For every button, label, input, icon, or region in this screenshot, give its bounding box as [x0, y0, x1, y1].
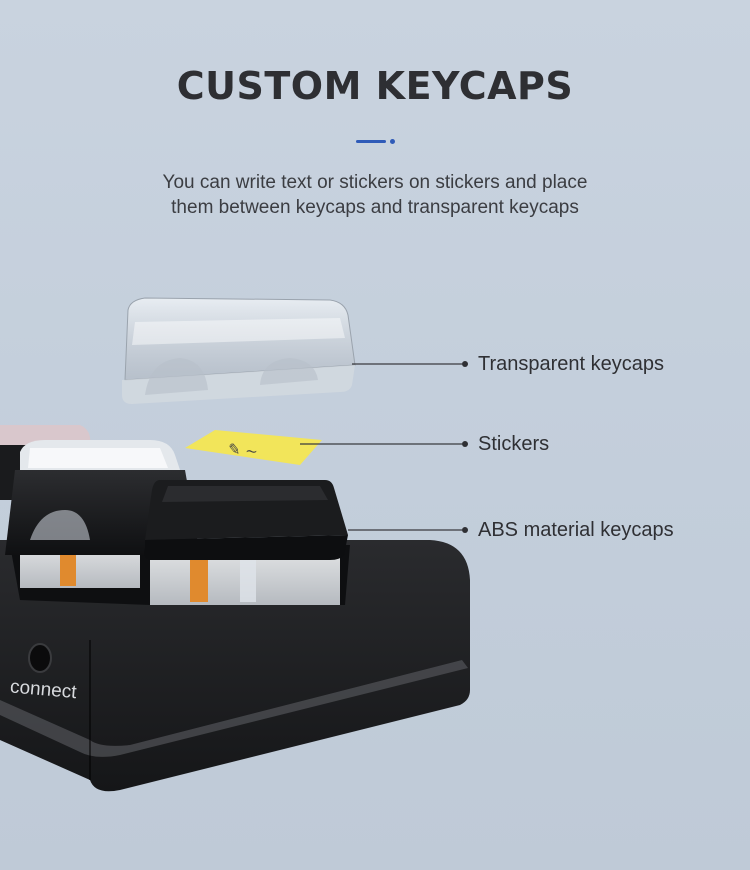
transparent-keycap — [122, 297, 356, 404]
subtitle: You can write text or stickers on sticke… — [75, 170, 675, 220]
svg-text:✎ ~: ✎ ~ — [227, 440, 259, 461]
page-title: CUSTOM KEYCAPS — [176, 64, 574, 108]
callout-transparent-keycaps: Transparent keycaps — [478, 353, 665, 375]
callout-stickers: Stickers — [478, 433, 550, 455]
keycap-abs — [144, 480, 348, 560]
callout-line-transparent — [352, 361, 468, 367]
sticker: ✎ ~ — [185, 430, 322, 465]
connect-button — [28, 643, 52, 673]
callout-abs-keycaps: ABS material keycaps — [478, 519, 674, 541]
title-accent-bar — [356, 140, 386, 143]
title-accent-dot — [390, 139, 395, 144]
switch-right — [150, 555, 340, 605]
subtitle-line-2: them between keycaps and transparent key… — [171, 197, 579, 218]
subtitle-line-1: You can write text or stickers on sticke… — [162, 172, 588, 193]
callout-line-abs — [348, 527, 468, 533]
callout-line-stickers — [300, 441, 468, 447]
